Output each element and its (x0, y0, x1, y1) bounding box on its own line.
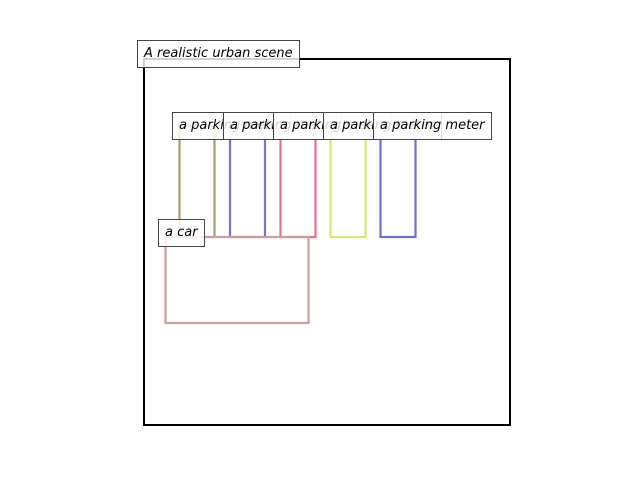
scene-caption: A realistic urban scene (137, 40, 300, 68)
parking-meter-box-5 (379, 124, 417, 239)
scene-frame (143, 58, 511, 426)
parking-meter-box-4 (329, 124, 367, 239)
parking-meter-box-3 (279, 124, 317, 239)
parking-meter-label-5: a parking meter (373, 112, 492, 140)
parking-meter-box-2 (228, 124, 267, 239)
car-label: a car (158, 219, 205, 247)
car-box (164, 235, 310, 325)
